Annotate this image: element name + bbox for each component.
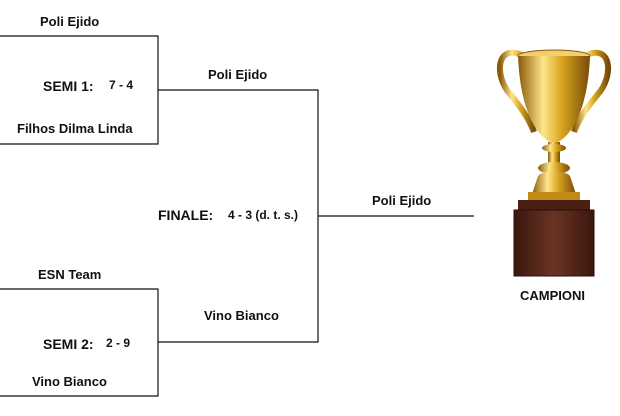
final-score: 4 - 3 (d. t. s.) [228, 208, 299, 222]
final-winner: Poli Ejido [372, 193, 432, 208]
semi2-label: SEMI 2: [43, 336, 94, 352]
semi1-team-bottom: Filhos Dilma Linda [17, 121, 133, 136]
semi2-winner: Vino Bianco [204, 308, 279, 323]
trophy-caption: CAMPIONI [520, 288, 585, 303]
semi1-score: 7 - 4 [109, 78, 134, 92]
semi1-team-top: Poli Ejido [40, 14, 100, 29]
trophy-icon [496, 49, 612, 277]
semi2-team-bottom: Vino Bianco [32, 374, 107, 389]
final-label: FINALE: [158, 207, 214, 223]
semi2-score: 2 - 9 [106, 336, 131, 350]
semi1-winner: Poli Ejido [208, 67, 268, 82]
semi1-label: SEMI 1: [43, 78, 94, 94]
semi2-team-top: ESN Team [38, 267, 102, 282]
